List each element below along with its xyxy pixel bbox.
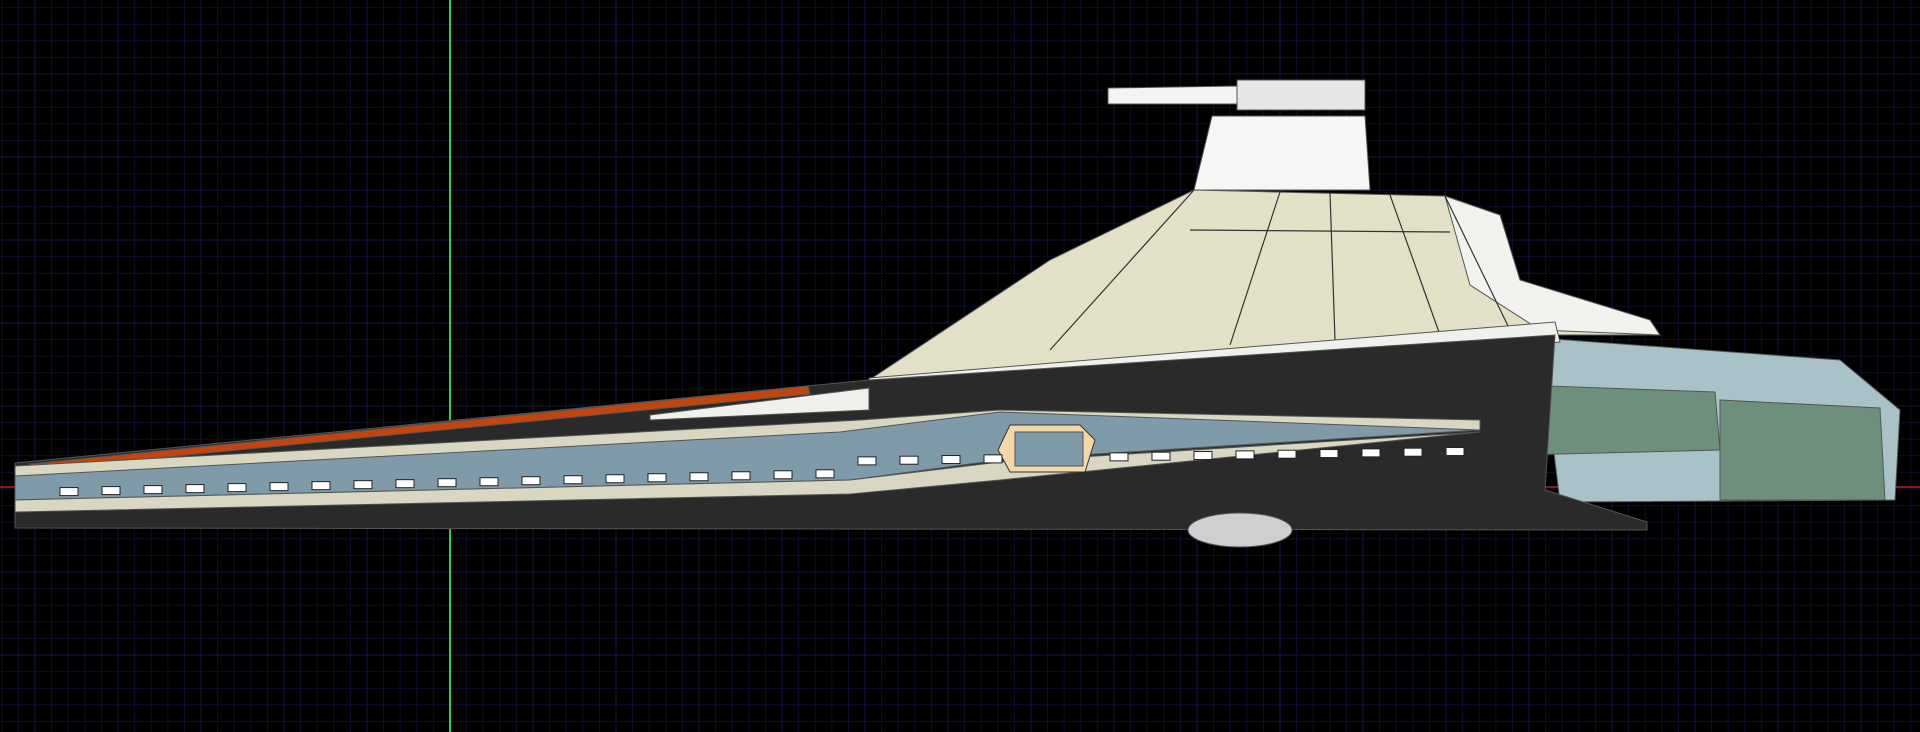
hull-window [983,454,1003,464]
hull-window [647,473,667,483]
bridge-turret [1236,79,1366,111]
hull-window [59,487,79,497]
hull-window [1151,451,1171,461]
hull-window [773,470,793,480]
forward-deck [649,387,870,421]
bridge-window-inner [1014,431,1084,467]
engine-nacelle-lower [1719,399,1886,501]
hull-window [521,476,541,486]
hull-window [1445,447,1465,457]
hull-window [1403,447,1423,457]
hull-window [437,478,457,488]
superstructure-light-side [1444,195,1661,336]
superstructure-panel-lines [1049,189,1511,351]
hull-window [899,455,919,465]
hull-window [731,471,751,481]
hull-window [101,486,121,496]
hull-window [395,479,415,489]
hull-window [227,483,247,493]
hull-window [1277,449,1297,459]
command-tower [1193,115,1371,191]
hull-window [143,485,163,495]
hull-window [311,481,331,491]
hull-window [563,475,583,485]
starship-model[interactable] [14,79,1901,548]
hull-window [1361,448,1381,458]
bridge-barrel [1107,85,1238,105]
hull-window [815,469,835,479]
hull-window [353,480,373,490]
hull-window [1109,452,1129,462]
ventral-dome [1187,512,1293,548]
hull-window [941,455,961,465]
hull-windows [59,447,1465,497]
hull-window [269,482,289,492]
hull-window [605,474,625,484]
hull-window [185,484,205,494]
hull-window [1235,450,1255,460]
hull-window [689,472,709,482]
hull-window [857,456,877,466]
hull-window [1193,451,1213,461]
hull-window [1319,449,1339,459]
hull-window [479,477,499,487]
